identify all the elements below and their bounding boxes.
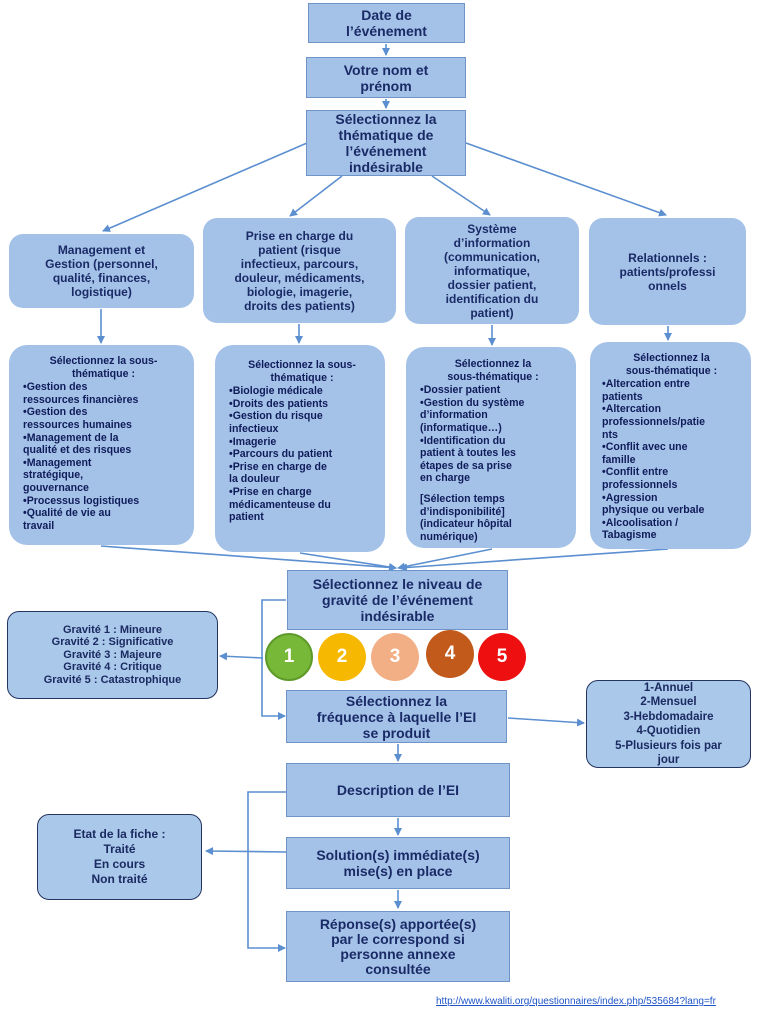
subtheme-item: •Conflit avec une famille xyxy=(602,441,688,466)
severity-level-1[interactable]: 1 xyxy=(265,633,313,681)
step-select-theme: Sélectionnez la thématique de l’événemen… xyxy=(306,110,466,176)
step-reporter-name: Votre nom et prénom xyxy=(306,57,466,98)
theme-relational: Relationnels : patients/professi onnels xyxy=(589,218,746,325)
theme-management: Management et Gestion (personnel, qualit… xyxy=(9,234,194,308)
subtheme-item: •Management de la qualité et des risques xyxy=(23,431,132,457)
subtheme-item: •Gestion du risque infectieux xyxy=(229,410,323,435)
subtheme-item: •Conflit entre professionnels xyxy=(602,466,678,491)
subtheme-item: •Dossier patient xyxy=(420,384,501,397)
subtheme-title: Sélectionnez la sous- thématique : xyxy=(49,355,158,380)
severity-level-3[interactable]: 3 xyxy=(371,633,419,681)
subtheme-item: [Sélection temps d’indisponibilité] (ind… xyxy=(420,492,512,543)
subtheme-information-system: Sélectionnez la sous-thématique : •Dossi… xyxy=(406,347,576,548)
subtheme-item: •Agression physique ou verbale xyxy=(602,491,705,517)
subtheme-item: •Altercation professionnels/patie nts xyxy=(602,403,706,441)
severity-level-label: 2 xyxy=(336,646,348,667)
subtheme-item: •Parcours du patient xyxy=(229,448,333,461)
subtheme-item: •Biologie médicale xyxy=(229,385,323,398)
step-immediate-solutions: Solution(s) immédiate(s) mise(s) en plac… xyxy=(286,837,510,889)
subtheme-patient-care: Sélectionnez la sous- thématique : •Biol… xyxy=(215,345,385,552)
severity-level-4[interactable]: 4 xyxy=(426,630,474,678)
frequency-legend: 1-Annuel 2-Mensuel 3-Hebdomadaire 4-Quot… xyxy=(586,680,751,768)
severity-level-label: 3 xyxy=(389,646,401,667)
step-event-date: Date de l’événement xyxy=(308,3,465,43)
step-select-frequency: Sélectionnez la fréquence à laquelle l’E… xyxy=(286,690,507,743)
severity-level-label: 1 xyxy=(283,646,295,667)
subtheme-item: •Droits des patients xyxy=(229,397,329,410)
subtheme-spacer xyxy=(420,485,566,493)
subtheme-item: •Management stratégique, gouvernance xyxy=(23,456,92,494)
subtheme-item: •Qualité de vie au travail xyxy=(23,507,111,532)
subtheme-item: •Alcoolisation / Tabagisme xyxy=(602,516,679,542)
severity-level-5[interactable]: 5 xyxy=(478,633,526,681)
subtheme-item: •Prise en charge de la douleur xyxy=(229,460,327,486)
step-select-severity: Sélectionnez le niveau de gravité de l’é… xyxy=(287,570,508,630)
theme-information-system: Système d’information (communication, in… xyxy=(405,217,579,324)
subtheme-item: •Prise en charge médicamenteuse du patie… xyxy=(229,485,331,524)
subtheme-item: •Gestion des ressources financières xyxy=(23,381,139,406)
severity-level-label: 5 xyxy=(496,646,508,667)
subtheme-item: •Gestion du système d’information (infor… xyxy=(420,396,525,434)
subtheme-relational: Sélectionnez la sous-thématique : •Alter… xyxy=(590,342,751,549)
subtheme-title: Sélectionnez la sous- thématique : xyxy=(248,359,356,384)
subtheme-item: •Processus logistiques xyxy=(23,494,140,507)
severity-level-label: 4 xyxy=(444,643,456,664)
subtheme-title: Sélectionnez la sous-thématique : xyxy=(447,358,539,383)
theme-patient-care: Prise en charge du patient (risque infec… xyxy=(203,218,396,323)
subtheme-item: •Identification du patient à toutes les … xyxy=(420,434,516,485)
severity-legend: Gravité 1 : Mineure Gravité 2 : Signific… xyxy=(7,611,218,699)
subtheme-item: •Imagerie xyxy=(229,435,277,448)
status-legend: Etat de la fiche : Traité En cours Non t… xyxy=(37,814,202,900)
subtheme-management: Sélectionnez la sous- thématique : •Gest… xyxy=(9,345,194,545)
subtheme-item: •Altercation entre patients xyxy=(602,378,690,403)
severity-level-2[interactable]: 2 xyxy=(318,633,366,681)
subtheme-title: Sélectionnez la sous-thématique : xyxy=(625,352,718,377)
source-link[interactable]: http://www.kwaliti.org/questionnaires/in… xyxy=(436,996,716,1007)
step-response-provided: Réponse(s) apportée(s) par le correspond… xyxy=(286,911,510,982)
step-event-description: Description de l’EI xyxy=(286,763,510,817)
subtheme-item: •Gestion des ressources humaines xyxy=(23,406,132,431)
